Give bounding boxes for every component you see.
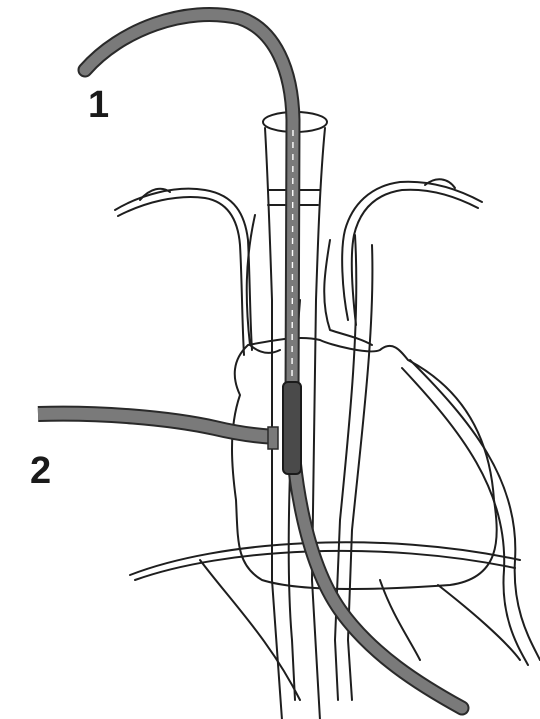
right-vessel-outer <box>342 182 482 320</box>
right-lobe <box>324 240 372 345</box>
left-vessel-outer <box>115 189 252 350</box>
right-loop-inner <box>402 368 528 665</box>
bottom-arc-mid <box>380 580 420 660</box>
trachea-left <box>265 128 282 719</box>
tube-1-cuff <box>283 382 301 474</box>
trachea-right <box>312 128 325 719</box>
left-vessel-tip <box>140 189 170 200</box>
tube-1-label: 1 <box>88 86 109 124</box>
bottom-arc-left <box>200 560 300 700</box>
tube-2-label: 2 <box>30 452 51 490</box>
right-vessel-inner <box>352 190 478 325</box>
bottom-arc-right <box>438 585 520 660</box>
tube-2 <box>38 414 278 449</box>
left-vessel-inner <box>118 197 244 355</box>
